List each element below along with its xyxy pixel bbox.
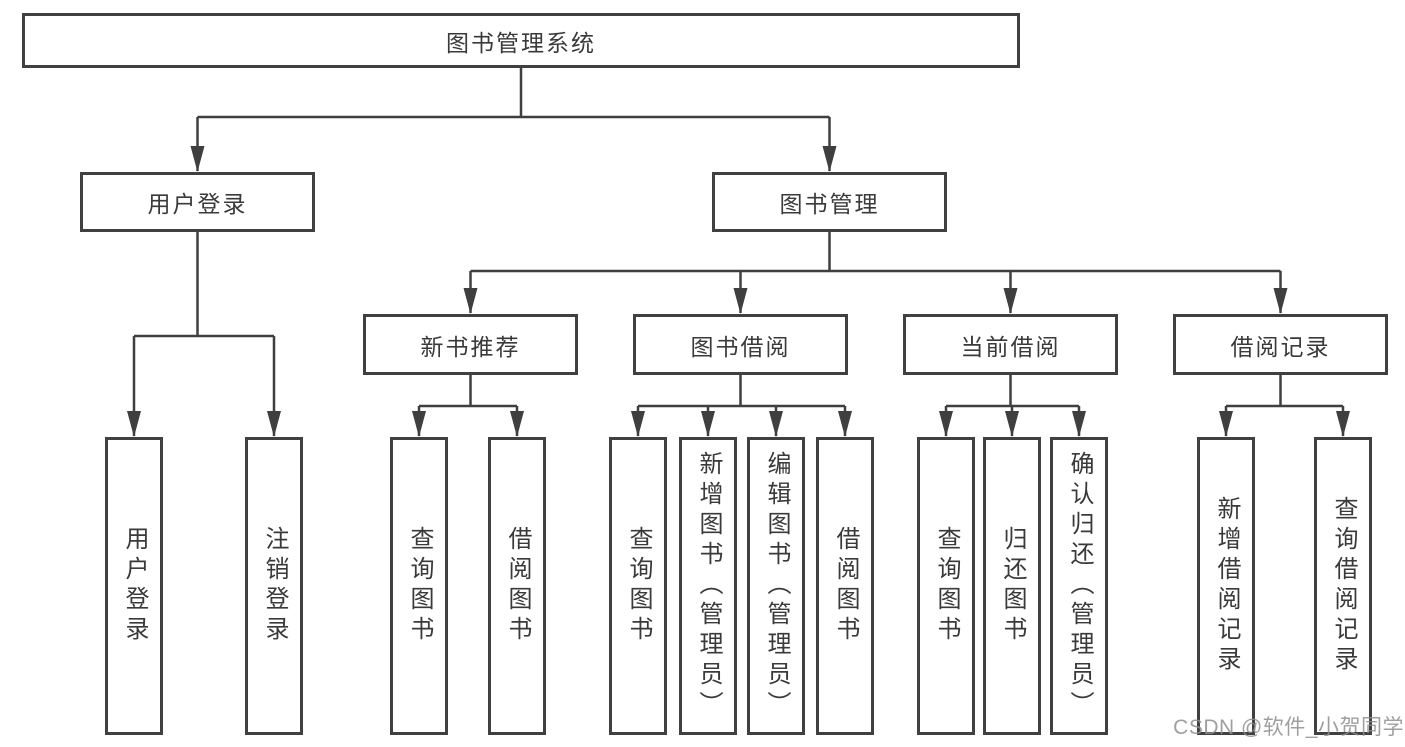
node-user-login: 用户登录 <box>80 172 315 232</box>
node-user-login-label: 用户登录 <box>147 191 248 217</box>
node-book-borrowing-label: 图书借阅 <box>690 333 791 360</box>
arrows-current-borrowing-children <box>939 406 1086 437</box>
node-book-management-label: 图书管理 <box>779 191 880 217</box>
connector-rails <box>134 68 1343 408</box>
node-current-borrowing-label: 当前借阅 <box>960 333 1061 360</box>
leaf-query-borrow-record-label: 查询借阅记录 <box>1330 496 1357 676</box>
arrows-book-management-children <box>463 271 1288 314</box>
node-book-borrowing: 图书借阅 <box>633 314 848 375</box>
arrows-new-book-recommend-children <box>412 406 524 437</box>
leaf-add-books-admin-label: 新增图书（管理员） <box>695 451 722 721</box>
arrows-book-borrowing-children <box>631 406 852 437</box>
arrows-root-to-level2 <box>190 117 837 172</box>
leaf-confirm-return-admin-label: 确认归还（管理员） <box>1066 451 1093 721</box>
csdn-watermark: CSDN @软件_小贺同学 <box>1173 716 1404 739</box>
node-root-label: 图书管理系统 <box>446 29 596 56</box>
leaf-borrow-books-label: 借阅图书 <box>832 526 859 646</box>
leaf-logout: 注销登录 <box>245 437 303 735</box>
leaf-add-books-admin: 新增图书（管理员） <box>679 437 737 735</box>
leaf-recommend-query-books-label: 查询图书 <box>406 526 433 646</box>
leaf-recommend-borrow-books: 借阅图书 <box>488 437 546 735</box>
leaf-add-borrow-record-label: 新增借阅记录 <box>1213 496 1240 676</box>
leaf-edit-books-admin: 编辑图书（管理员） <box>747 437 805 735</box>
leaf-edit-books-admin-label: 编辑图书（管理员） <box>763 451 790 721</box>
leaf-return-books-label: 归还图书 <box>999 526 1026 646</box>
arrows-borrowing-records-children <box>1219 406 1350 437</box>
leaf-recommend-borrow-books-label: 借阅图书 <box>504 526 531 646</box>
leaf-user-login-label: 用户登录 <box>121 526 148 646</box>
node-new-book-recommend-label: 新书推荐 <box>420 333 521 360</box>
leaf-borrow-books: 借阅图书 <box>816 437 874 735</box>
leaf-return-books: 归还图书 <box>983 437 1041 735</box>
leaf-user-login: 用户登录 <box>105 437 163 735</box>
leaf-query-borrow-record: 查询借阅记录 <box>1314 437 1372 735</box>
node-borrowing-records-label: 借阅记录 <box>1230 333 1331 360</box>
leaf-add-borrow-record: 新增借阅记录 <box>1197 437 1255 735</box>
leaf-current-query-books: 查询图书 <box>917 437 975 735</box>
leaf-borrowing-query-books-label: 查询图书 <box>625 526 652 646</box>
arrows-user-login-children <box>127 336 281 437</box>
node-borrowing-records: 借阅记录 <box>1173 314 1388 375</box>
leaf-current-query-books-label: 查询图书 <box>933 526 960 646</box>
node-book-management: 图书管理 <box>712 172 947 232</box>
leaf-logout-label: 注销登录 <box>261 526 288 646</box>
leaf-borrowing-query-books: 查询图书 <box>609 437 667 735</box>
leaf-confirm-return-admin: 确认归还（管理员） <box>1050 437 1108 735</box>
leaf-recommend-query-books: 查询图书 <box>390 437 448 735</box>
node-root: 图书管理系统 <box>22 13 1020 68</box>
node-new-book-recommend: 新书推荐 <box>363 314 578 375</box>
node-current-borrowing: 当前借阅 <box>903 314 1118 375</box>
